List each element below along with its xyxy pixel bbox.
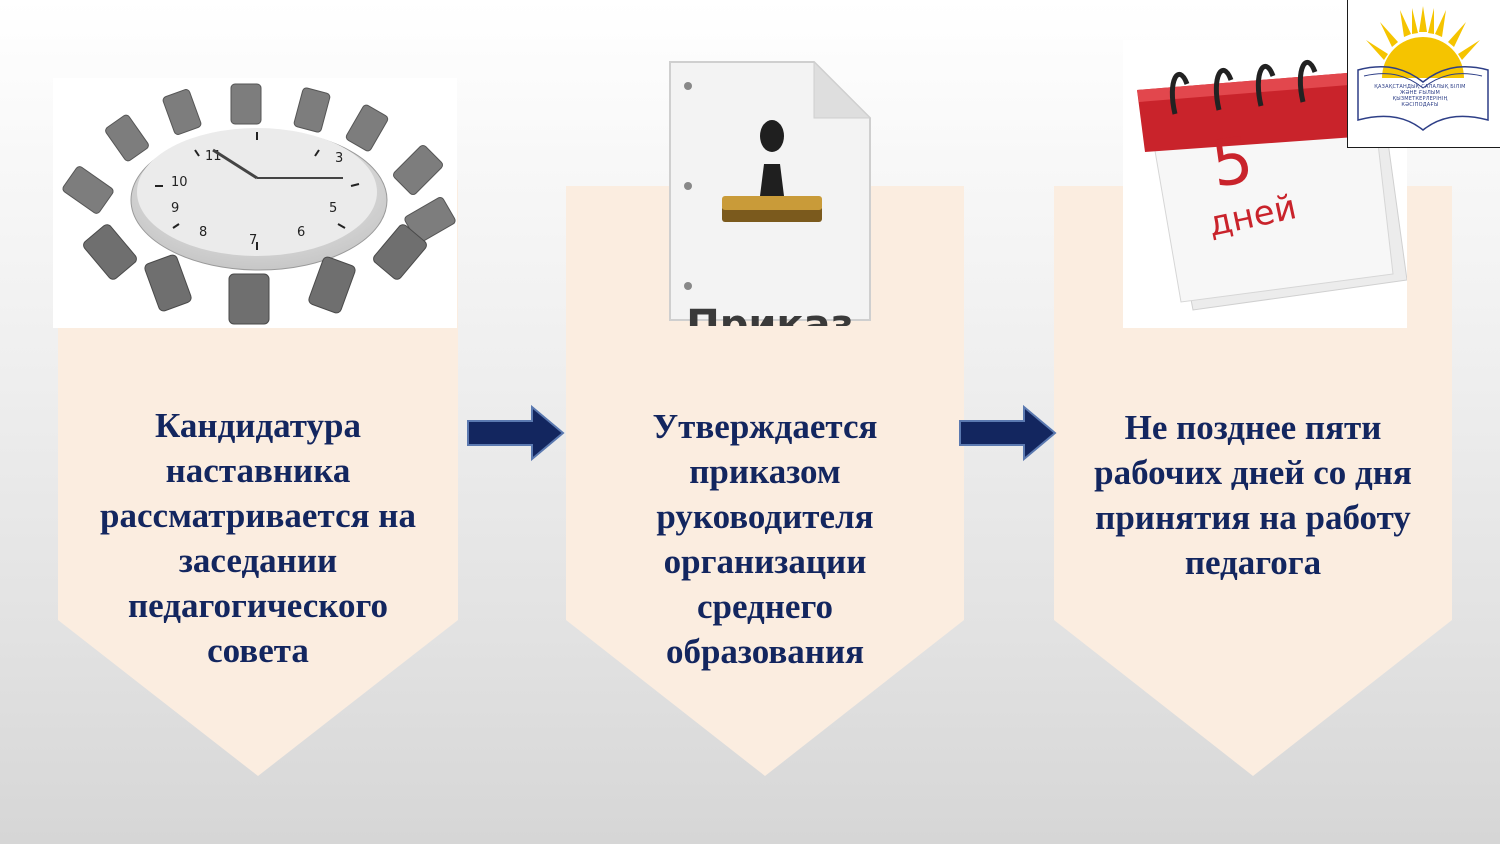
svg-text:7: 7 [249, 233, 257, 248]
step-2-panel: Утверждается приказом руководителя орган… [566, 186, 964, 780]
step-3-text: Не позднее пяти рабочих дней со дня прин… [1094, 408, 1412, 582]
step-3-pentagon-shape [1054, 186, 1452, 776]
step-1-pentagon-shape [58, 180, 458, 776]
organization-logo: ҚАЗАҚСТАНДЫҚ САЛАЛЫҚ БІЛІМ ЖӘНЕ ҒЫЛЫМ ҚЫ… [1347, 0, 1500, 148]
flow-arrow-2 [959, 404, 1057, 462]
step-2-text: Утверждается приказом руководителя орган… [652, 407, 878, 671]
svg-text:9: 9 [171, 201, 179, 216]
sun-book-logo-icon [1357, 6, 1489, 131]
svg-text:5: 5 [329, 201, 337, 216]
svg-text:10: 10 [171, 175, 188, 190]
step-1-panel: Кандидатура наставника рассматривается н… [58, 180, 458, 780]
flow-arrow-1 [467, 404, 565, 462]
logo-text: ҚАЗАҚСТАНДЫҚ САЛАЛЫҚ БІЛІМ ЖӘНЕ ҒЫЛЫМ ҚЫ… [1374, 84, 1466, 108]
calendar-icon [1137, 59, 1407, 311]
svg-text:3: 3 [335, 151, 343, 166]
document-stamp-icon [669, 60, 872, 321]
svg-text:8: 8 [199, 225, 207, 240]
order-label: Приказ [686, 302, 854, 326]
step-1-text: Кандидатура наставника рассматривается н… [100, 406, 416, 670]
step-3-panel: Не позднее пяти рабочих дней со дня прин… [1054, 186, 1452, 780]
svg-text:6: 6 [297, 225, 305, 240]
step-2-pentagon-shape [566, 186, 964, 776]
order-stamp-document-image: Приказ [664, 56, 876, 326]
